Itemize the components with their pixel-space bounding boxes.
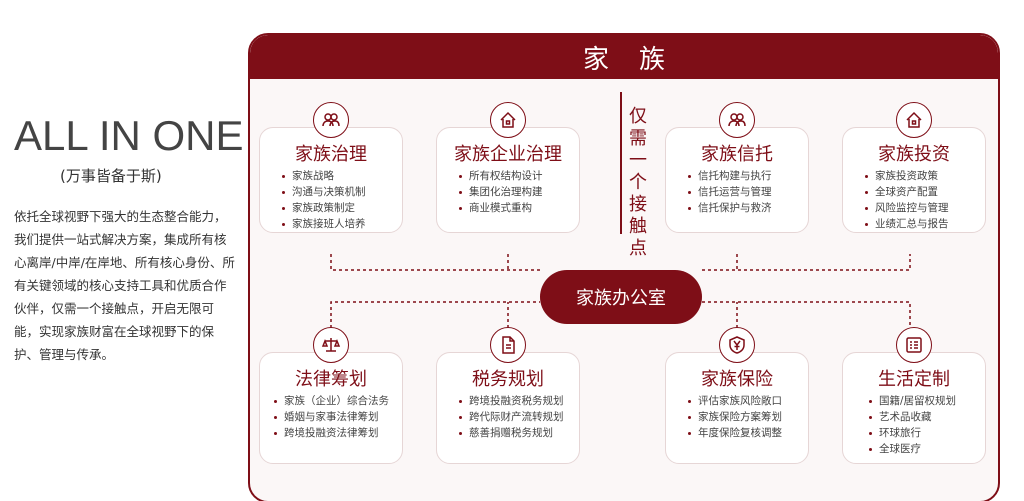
card-title: 家族投资: [878, 144, 950, 165]
panel-header: 家族: [250, 35, 998, 79]
home-icon: [490, 102, 526, 138]
card-list: 跨境投融资税务规划 跨代际财产流转规划 慈善捐赠税务规划: [459, 393, 564, 441]
list-item: 慈善捐赠税务规划: [459, 425, 564, 441]
intro-body: 依托全球视野下强大的生态整合能力，我们提供一站式解决方案，集成所有核心离岸/中岸…: [14, 209, 235, 362]
document-icon: [490, 327, 526, 363]
list-item: 全球资产配置: [865, 184, 949, 200]
card-title: 家族治理: [295, 144, 367, 165]
list-item: 信托运营与管理: [688, 184, 772, 200]
card-tax-planning[interactable]: 税务规划 跨境投融资税务规划 跨代际财产流转规划 慈善捐赠税务规划: [436, 327, 580, 464]
vertical-divider: [620, 92, 622, 234]
panel-title: 家族: [582, 45, 695, 75]
list-item: 全球医疗: [869, 441, 956, 457]
intro-title: ALL IN ONE: [14, 112, 244, 159]
card-list: 所有权结构设计 集团化治理构建 商业模式重构: [459, 168, 543, 216]
card-title: 生活定制: [878, 369, 950, 390]
users-icon: [719, 102, 755, 138]
card-lifestyle-customization[interactable]: 生活定制 国籍/居留权规划 艺术品收藏 环球旅行 全球医疗: [842, 327, 986, 464]
yen-shield-icon: [719, 327, 755, 363]
card-list: 家族战略 沟通与决策机制 家族政策制定 家族接班人培养: [282, 168, 366, 232]
list-item: 家族政策制定: [282, 200, 366, 216]
card-family-business-governance[interactable]: 家族企业治理 所有权结构设计 集团化治理构建 商业模式重构: [436, 102, 580, 233]
list-item: 家族接班人培养: [282, 216, 366, 232]
card-title: 法律筹划: [295, 369, 367, 390]
card-title: 家族信托: [701, 144, 773, 165]
list-item: 跨境投融资税务规划: [459, 393, 564, 409]
card-list: 信托构建与执行 信托运营与管理 信托保护与救济: [688, 168, 772, 216]
intro-subtitle: (万事皆备于斯): [60, 167, 162, 185]
list-item: 艺术品收藏: [869, 409, 956, 425]
list-item: 沟通与决策机制: [282, 184, 366, 200]
card-list: 家族（企业）综合法务 婚姻与家事法律筹划 跨境投融资法律筹划: [274, 393, 389, 441]
card-family-governance[interactable]: 家族治理 家族战略 沟通与决策机制 家族政策制定 家族接班人培养: [259, 102, 403, 233]
users-icon: [313, 102, 349, 138]
list-item: 婚姻与家事法律筹划: [274, 409, 389, 425]
card-list: 评估家族风险敞口 家族保险方案筹划 年度保险复核调整: [688, 393, 782, 441]
list-item: 信托保护与救济: [688, 200, 772, 216]
vertical-text: 仅需一个接触点: [629, 106, 647, 259]
card-list: 家族投资政策 全球资产配置 风险监控与管理 业绩汇总与报告: [865, 168, 949, 232]
list-item: 家族投资政策: [865, 168, 949, 184]
checklist-icon: [896, 327, 932, 363]
scale-icon: [313, 327, 349, 363]
list-item: 集团化治理构建: [459, 184, 543, 200]
list-item: 跨代际财产流转规划: [459, 409, 564, 425]
list-item: 年度保险复核调整: [688, 425, 782, 441]
list-item: 国籍/居留权规划: [869, 393, 956, 409]
list-item: 环球旅行: [869, 425, 956, 441]
list-item: 信托构建与执行: [688, 168, 772, 184]
list-item: 家族保险方案筹划: [688, 409, 782, 425]
card-legal-planning[interactable]: 法律筹划 家族（企业）综合法务 婚姻与家事法律筹划 跨境投融资法律筹划: [259, 327, 403, 464]
card-family-insurance[interactable]: 家族保险 评估家族风险敞口 家族保险方案筹划 年度保险复核调整: [665, 327, 809, 464]
list-item: 风险监控与管理: [865, 200, 949, 216]
home-icon: [896, 102, 932, 138]
card-family-investment[interactable]: 家族投资 家族投资政策 全球资产配置 风险监控与管理 业绩汇总与报告: [842, 102, 986, 233]
card-list: 国籍/居留权规划 艺术品收藏 环球旅行 全球医疗: [869, 393, 956, 457]
card-title: 家族企业治理: [454, 144, 562, 165]
list-item: 家族战略: [282, 168, 366, 184]
card-title: 税务规划: [472, 369, 544, 390]
card-title: 家族保险: [701, 369, 773, 390]
list-item: 评估家族风险敞口: [688, 393, 782, 409]
list-item: 家族（企业）综合法务: [274, 393, 389, 409]
card-family-trust[interactable]: 家族信托 信托构建与执行 信托运营与管理 信托保护与救济: [665, 102, 809, 233]
list-item: 业绩汇总与报告: [865, 216, 949, 232]
list-item: 所有权结构设计: [459, 168, 543, 184]
family-office-hub[interactable]: 家族办公室: [540, 270, 702, 324]
list-item: 跨境投融资法律筹划: [274, 425, 389, 441]
list-item: 商业模式重构: [459, 200, 543, 216]
